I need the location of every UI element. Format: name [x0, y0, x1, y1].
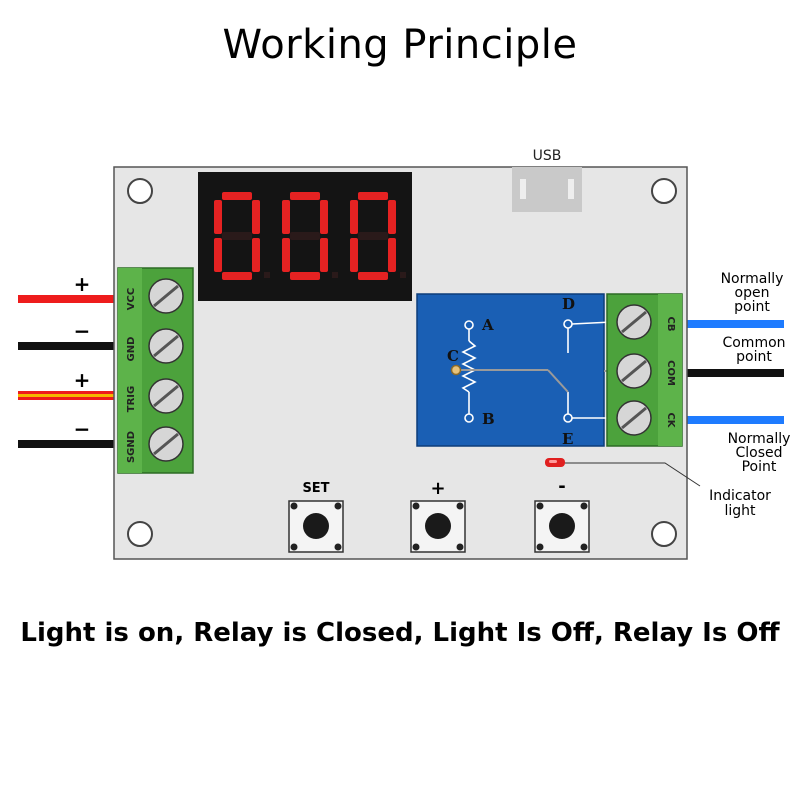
normally-closed-line-2: Closed — [735, 445, 782, 461]
com-wire — [680, 369, 784, 377]
vcc-sign: + — [74, 272, 91, 296]
normally-open-label: Normally open point — [721, 271, 784, 315]
usb-label: USB — [533, 148, 562, 164]
segment-d — [222, 272, 252, 280]
normally-closed-line-1: Normally — [728, 431, 791, 447]
pin-label-vcc: VCC — [126, 288, 137, 310]
screw — [616, 400, 652, 436]
relay: A B C D E — [416, 293, 633, 448]
ck-wire — [680, 416, 784, 424]
input-wires: + − + − — [18, 272, 122, 448]
output-wires — [680, 320, 784, 424]
set-button[interactable]: SET — [288, 481, 344, 553]
segment-e — [214, 238, 222, 272]
mounting-hole — [127, 521, 153, 547]
normally-open-line-3: point — [734, 299, 770, 315]
segment-a — [290, 192, 320, 200]
minus-button-label: - — [558, 476, 565, 497]
minus-button[interactable]: - — [534, 476, 590, 553]
segment-e — [282, 238, 290, 272]
indicator-light-label: Indicator light — [709, 488, 771, 519]
indicator-line-2: light — [724, 503, 756, 519]
segment-a — [222, 192, 252, 200]
segment-c — [252, 238, 260, 272]
page-title: Working Principle — [222, 22, 578, 68]
segment-f — [214, 200, 222, 234]
mounting-hole — [127, 178, 153, 204]
indicator-led — [545, 458, 701, 487]
segment-g — [222, 232, 252, 240]
common-line-1: Common — [722, 335, 785, 351]
gnd-sign: − — [74, 319, 91, 343]
pin-label-trig: TRIG — [126, 386, 137, 412]
segment-a — [358, 192, 388, 200]
relay-common-arm — [450, 364, 632, 393]
normally-closed-label: Normally Closed Point — [728, 431, 791, 475]
normally-open-line-1: Normally — [721, 271, 784, 287]
segment-c — [320, 238, 328, 272]
trig-wire — [18, 391, 122, 400]
caption: Light is on, Relay is Closed, Light Is O… — [20, 618, 780, 648]
mounting-holes — [127, 178, 677, 547]
segment-b — [320, 200, 328, 234]
input-screws — [148, 278, 184, 462]
pin-label-com: COM — [665, 360, 676, 386]
input-terminal-block: VCC GND TRIG SGND — [117, 267, 194, 474]
pin-label-gnd: GND — [126, 337, 137, 362]
gnd-wire — [18, 342, 122, 350]
decimal-point — [332, 272, 338, 278]
node-label-b: B — [482, 410, 495, 428]
normally-closed-line-3: Point — [742, 459, 777, 475]
segment-f — [350, 200, 358, 234]
segment-d — [358, 272, 388, 280]
relay-coil — [461, 320, 477, 423]
screw — [616, 304, 652, 340]
mounting-hole — [651, 178, 677, 204]
normally-open-line-2: open — [735, 285, 770, 301]
decimal-point — [264, 272, 270, 278]
trig-sign: + — [74, 368, 91, 392]
common-line-2: point — [736, 349, 772, 365]
segment-b — [252, 200, 260, 234]
pin-label-ck: CK — [665, 412, 676, 428]
segment-g — [290, 232, 320, 240]
segment-b — [388, 200, 396, 234]
set-button-label: SET — [302, 481, 329, 496]
screw — [148, 278, 184, 314]
indicator-line-1: Indicator — [709, 488, 771, 504]
sgnd-wire — [18, 440, 122, 448]
segment-e — [350, 238, 358, 272]
relay-screws — [616, 304, 652, 436]
screw — [148, 426, 184, 462]
segment-f — [282, 200, 290, 234]
plus-button-label: + — [430, 478, 445, 499]
screw — [616, 353, 652, 389]
plus-button[interactable]: + — [410, 478, 466, 553]
mounting-hole — [651, 521, 677, 547]
node-label-d: D — [562, 295, 575, 313]
cb-wire — [680, 320, 784, 328]
sgnd-sign: − — [74, 417, 91, 441]
vcc-wire — [18, 295, 122, 303]
usb-port: USB — [512, 148, 582, 212]
node-label-a: A — [481, 316, 494, 334]
pin-label-sgnd: SGND — [126, 431, 137, 463]
segment-g — [358, 232, 388, 240]
relay-terminal-block: CB COM CK — [606, 293, 683, 447]
segment-c — [388, 238, 396, 272]
decimal-point — [400, 272, 406, 278]
screw — [148, 378, 184, 414]
seven-segment-display — [198, 172, 412, 301]
screw — [148, 328, 184, 364]
common-point-label: Common point — [722, 335, 785, 365]
pin-label-cb: CB — [665, 317, 676, 332]
node-label-c: C — [447, 347, 459, 365]
segment-d — [290, 272, 320, 280]
node-label-e: E — [562, 430, 573, 448]
